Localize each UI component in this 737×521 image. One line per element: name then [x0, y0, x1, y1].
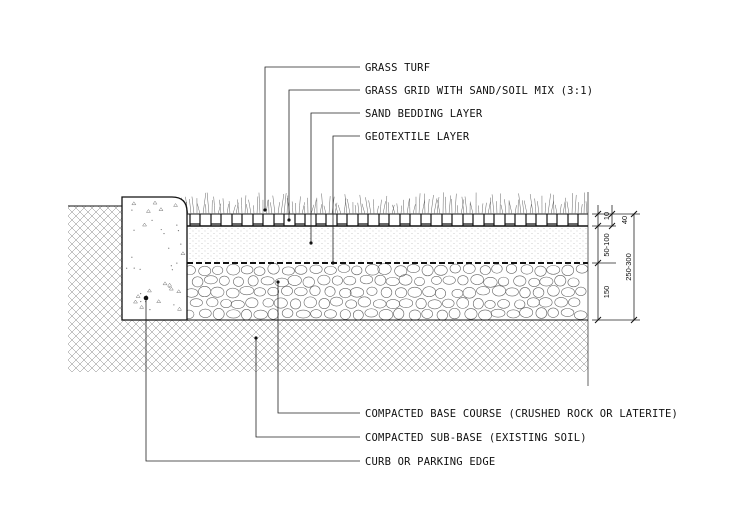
curb — [121, 196, 188, 321]
sand-bedding-layer — [187, 227, 588, 262]
grass-turf — [169, 192, 588, 215]
label-geotextile: GEOTEXTILE LAYER — [365, 131, 470, 143]
label-sand-bedding: SAND BEDDING LAYER — [365, 108, 483, 120]
label-base-course: COMPACTED BASE COURSE (CRUSHED ROCK OR L… — [365, 408, 678, 420]
grass-grid — [187, 213, 588, 227]
dimension-lines — [592, 205, 640, 324]
label-curb: CURB OR PARKING EDGE — [365, 456, 495, 468]
label-sub-base: COMPACTED SUB-BASE (EXISTING SOIL) — [365, 432, 587, 444]
label-grass-turf: GRASS TURF — [365, 62, 430, 74]
leader-lines-top — [263, 66, 360, 265]
leader-lines-bottom — [145, 280, 360, 462]
compacted-base-course — [183, 262, 589, 321]
dim-40: 40 — [620, 216, 629, 224]
compacted-sub-base-soil — [68, 205, 588, 372]
dim-50-100: 50-100 — [602, 233, 611, 256]
dim-10: 10 — [602, 212, 611, 220]
dim-150: 150 — [602, 286, 611, 299]
label-grass-grid: GRASS GRID WITH SAND/SOIL MIX (3:1) — [365, 85, 593, 97]
layer-labels: GRASS TURF GRASS GRID WITH SAND/SOIL MIX… — [365, 62, 678, 468]
dimension-texts: 10 40 50-100 150 250-300 — [602, 212, 633, 298]
dim-250-300: 250-300 — [624, 253, 633, 281]
